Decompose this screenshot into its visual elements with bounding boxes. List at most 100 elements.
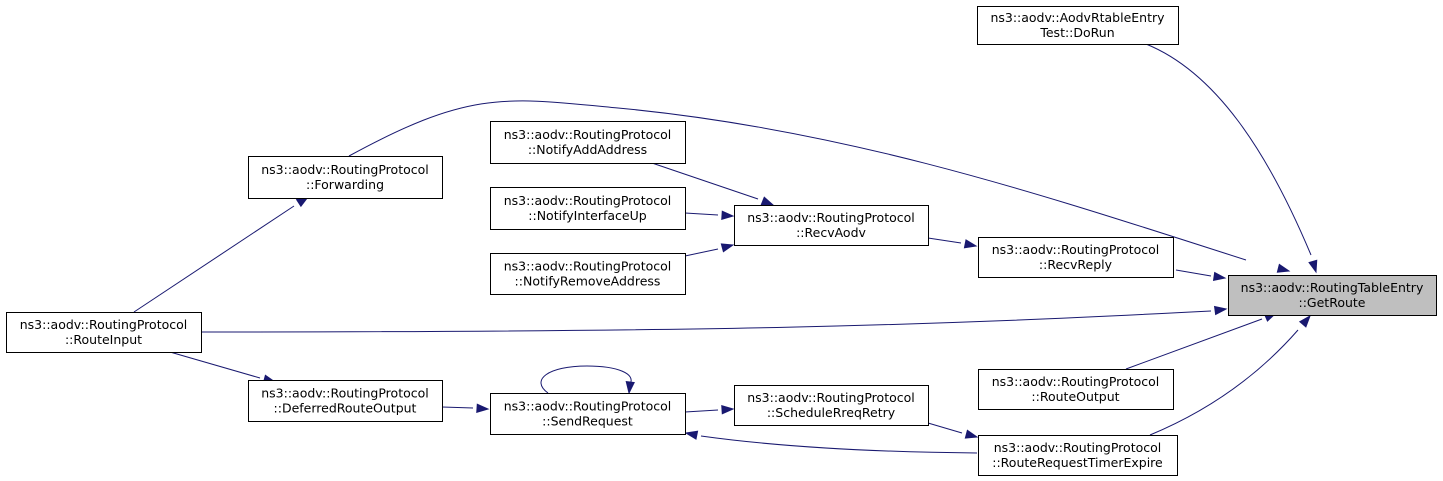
arrowhead [684,430,699,440]
node-label-line2: ::DeferredRouteOutput [274,401,417,416]
edge-routeinput-to-deferred [169,351,277,384]
node-box[interactable] [248,156,443,199]
node-timerexpire[interactable]: ns3::aodv::RoutingProtocol::RouteRequest… [978,435,1178,476]
edge-line [684,212,719,216]
node-label-line1: ns3::aodv::RoutingProtocol [747,390,915,405]
node-label-line1: ns3::aodv::RoutingProtocol [261,386,429,401]
node-routeoutput[interactable]: ns3::aodv::RoutingProtocol::RouteOutput [978,369,1174,410]
arrowhead [1212,271,1227,282]
arrowhead [476,403,490,413]
node-label-line2: ::RecvAodv [796,225,866,240]
arrowhead [721,210,735,220]
node-box[interactable] [490,253,686,295]
arrowhead [760,196,775,206]
node-box[interactable] [734,385,929,426]
node-box [1228,275,1437,316]
edge-line [927,422,963,434]
edge-timerexpire-to-sendrequest [684,430,978,454]
node-recvaodv[interactable]: ns3::aodv::RoutingProtocol::RecvAodv [734,205,929,246]
edge-line [133,205,295,313]
edge-line [200,310,1212,333]
edge-routeoutput-to-getroute [1125,312,1278,370]
edge-notifyadd-to-recvaodv [651,162,775,206]
node-label-line1: ns3::aodv::RoutingProtocol [747,210,915,225]
edge-recvaodv-to-recvreply [927,237,978,249]
node-deferred[interactable]: ns3::aodv::RoutingProtocol::DeferredRout… [248,380,443,422]
node-forwarding[interactable]: ns3::aodv::RoutingProtocol::Forwarding [248,156,443,199]
edge-line [1149,329,1299,436]
node-label-line2: ::NotifyInterfaceUp [528,208,646,223]
node-box[interactable] [6,312,202,353]
node-box[interactable] [248,380,443,422]
node-label-line1: ns3::aodv::RoutingProtocol [994,440,1162,455]
node-box[interactable] [978,237,1174,278]
edge-line [169,351,261,379]
node-label-line1: ns3::aodv::AodvRtableEntry [990,10,1165,25]
arrowhead [964,429,979,439]
edge-deferred-to-sendrequest [441,403,490,413]
arrowhead [625,381,635,395]
edge-routeinput-to-getroute [200,305,1228,333]
edge-notifyup-to-recvaodv [684,210,735,220]
node-box[interactable] [490,187,686,230]
node-notifyadd[interactable]: ns3::aodv::RoutingProtocol::NotifyAddAdd… [490,121,686,164]
edge-line [540,365,632,394]
node-label-line1: ns3::aodv::RoutingProtocol [261,162,429,177]
arrowhead [1213,305,1228,316]
edge-line [700,435,978,454]
node-label-line1: ns3::aodv::RoutingProtocol [504,399,672,414]
edge-line [684,409,719,413]
edge-line [1145,43,1312,256]
node-box[interactable] [978,369,1174,410]
node-routeinput[interactable]: ns3::aodv::RoutingProtocol::RouteInput [6,312,202,353]
node-sendrequest[interactable]: ns3::aodv::RoutingProtocol::SendRequest [490,393,686,435]
node-getroute: ns3::aodv::RoutingTableEntry::GetRoute [1228,275,1437,316]
node-label-line2: ::RouteRequestTimerExpire [992,455,1163,470]
arrowhead [1276,263,1291,273]
node-label-line1: ns3::aodv::RoutingProtocol [20,317,188,332]
edge-sendrequest-to-sendrequest [540,365,635,395]
node-box[interactable] [490,121,686,164]
arrowhead [721,405,735,415]
arrowhead [720,243,735,253]
node-recvreply[interactable]: ns3::aodv::RoutingProtocol::RecvReply [978,237,1174,278]
edge-timerexpire-to-getroute [1149,314,1311,436]
edge-line [441,406,474,409]
node-notifyup[interactable]: ns3::aodv::RoutingProtocol::NotifyInterf… [490,187,686,230]
node-box[interactable] [977,6,1179,45]
node-label-line1: ns3::aodv::RoutingProtocol [504,193,672,208]
node-label-line2: ::GetRoute [1299,295,1366,310]
node-box[interactable] [978,435,1178,476]
node-label-line2: ::RouteInput [65,332,142,347]
node-label-line1: ns3::aodv::RoutingProtocol [992,242,1160,257]
node-box[interactable] [490,393,686,435]
node-label-line2: Test::DoRun [1039,25,1114,40]
node-label-line2: ::NotifyRemoveAddress [515,274,661,289]
call-nodes: ns3::aodv::RoutingTableEntry::GetRoutens… [6,6,1437,476]
arrowhead [963,239,978,249]
node-box[interactable] [734,205,929,246]
edge-recvreply-to-getroute [1175,269,1227,282]
node-label-line2: ::RouteOutput [1031,389,1119,404]
node-label-line1: ns3::aodv::RoutingProtocol [504,259,672,274]
arrowhead [1308,259,1318,274]
node-notifyremove[interactable]: ns3::aodv::RoutingProtocol::NotifyRemove… [490,253,686,295]
node-label-line1: ns3::aodv::RoutingProtocol [992,374,1160,389]
edge-sendrequest-to-schedulerreq [684,405,735,415]
node-label-line1: ns3::aodv::RoutingProtocol [504,127,672,142]
node-schedulerreq[interactable]: ns3::aodv::RoutingProtocol::ScheduleRreq… [734,385,929,426]
edge-line [684,248,719,257]
node-label-line2: ::RecvReply [1039,257,1113,272]
node-label-line2: ::Forwarding [306,177,384,192]
edge-routeinput-to-forwarding [133,196,310,313]
edge-line [1175,269,1212,277]
edge-line [348,100,1247,261]
edge-schedulerreq-to-timerexpire [927,422,979,439]
edge-notifyremove-to-recvaodv [684,243,735,257]
edge-line [651,162,759,200]
arrowhead [1298,314,1311,328]
edge-line [1125,318,1263,370]
node-label-line2: ::SendRequest [542,414,633,429]
